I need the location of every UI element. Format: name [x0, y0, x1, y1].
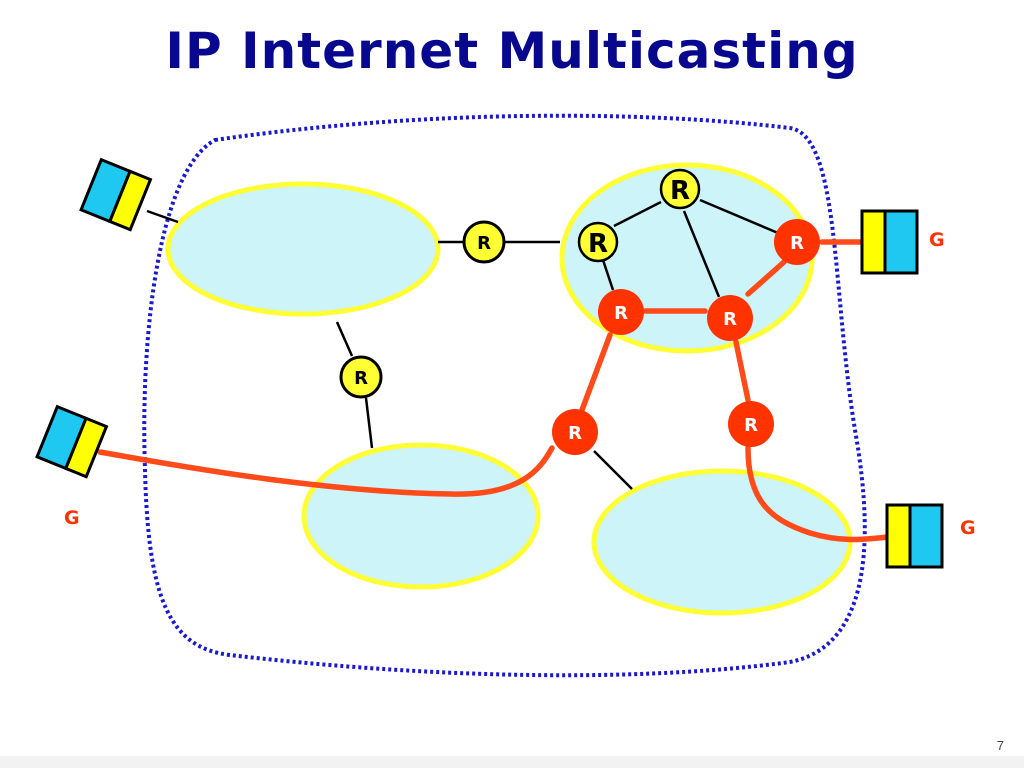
- link-rtop-rmid: [682, 210, 721, 298]
- multicast-router-bottom-left: R: [552, 409, 598, 455]
- host-bottom-right: [885, 503, 944, 569]
- footer-strip: [0, 756, 1024, 768]
- multicast-path-left-host: [97, 445, 555, 497]
- link-rtop-rleft: [613, 200, 662, 228]
- link-net-r2: [335, 321, 354, 357]
- host-top-left: [79, 157, 153, 232]
- multicast-router-right: R: [774, 219, 820, 265]
- group-label-top-right: G: [929, 229, 945, 251]
- host-bottom-left: [35, 404, 109, 479]
- router-center: R: [462, 220, 506, 264]
- multicast-link-rmid-rlow: [733, 339, 751, 403]
- link-rbl-net: [593, 450, 633, 490]
- router-label: R: [744, 415, 758, 436]
- router-label: R: [670, 176, 690, 206]
- router-label: R: [790, 233, 804, 254]
- router-top-left: R: [577, 221, 619, 263]
- router-label: R: [588, 229, 608, 259]
- link-r2-net: [364, 397, 374, 449]
- host-top-right: [860, 209, 919, 275]
- group-label-bottom-right: G: [960, 517, 976, 539]
- router-label: R: [477, 233, 491, 254]
- network-top-left: [165, 181, 441, 317]
- router-left-middle: R: [339, 355, 383, 399]
- router-label: R: [614, 303, 628, 324]
- multicast-path-right-host: [745, 445, 890, 543]
- router-label: R: [354, 368, 368, 389]
- router-top: R: [659, 168, 701, 210]
- link-rleft-rtl: [601, 259, 615, 291]
- router-label: R: [568, 423, 582, 444]
- multicast-router-left-inner: R: [598, 289, 644, 335]
- internet-boundary: [142, 113, 867, 678]
- multicast-link-rmid-rright: [745, 259, 787, 297]
- router-label: R: [723, 309, 737, 330]
- multicast-link-rbl-rtl: [579, 332, 613, 413]
- multicast-router-middle: R: [707, 295, 753, 341]
- group-label-left: G: [64, 507, 80, 529]
- slide-title: IP Internet Multicasting: [165, 22, 859, 80]
- link-host-tl: [146, 209, 179, 224]
- network-bottom-left: [301, 442, 541, 590]
- network-bottom-right: [591, 468, 853, 616]
- page-number: 7: [996, 738, 1004, 753]
- link-rtop-rright: [699, 198, 779, 235]
- multicast-router-bottom-right: R: [728, 401, 774, 447]
